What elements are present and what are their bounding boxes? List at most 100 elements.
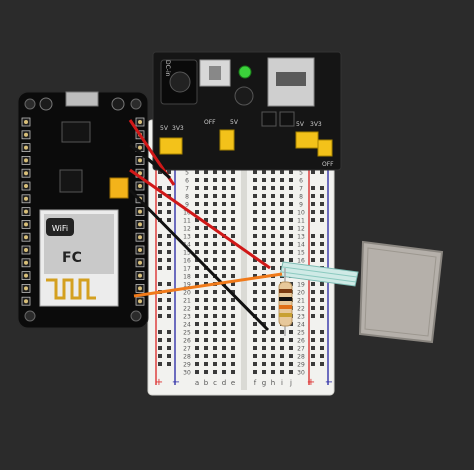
breadboard-hole <box>195 274 199 278</box>
rail-hole <box>167 338 171 342</box>
breadboard-hole <box>195 170 199 174</box>
breadboard-hole <box>280 210 284 214</box>
breadboard-hole <box>195 202 199 206</box>
breadboard-hole <box>280 258 284 262</box>
breadboard-hole <box>262 234 266 238</box>
breadboard-hole <box>231 362 235 366</box>
rail-hole <box>320 234 324 238</box>
rail-hole <box>158 330 162 334</box>
breadboard-hole <box>253 178 257 182</box>
rail-hole <box>320 250 324 254</box>
rail-hole <box>311 170 315 174</box>
row-number: 20 <box>183 290 191 297</box>
breadboard-hole <box>253 298 257 302</box>
power-module: DC-in 5V 3V3 OFF 5V 3V3 5V OFF <box>152 51 342 171</box>
breadboard-hole <box>253 370 257 374</box>
breadboard-hole <box>262 194 266 198</box>
breadboard-hole <box>195 250 199 254</box>
label-5v-mid: 5V <box>230 119 239 126</box>
breadboard-hole <box>222 242 226 246</box>
rail-hole <box>158 186 162 190</box>
breadboard-hole <box>253 258 257 262</box>
breadboard-hole <box>253 354 257 358</box>
board-regulator <box>59 169 83 193</box>
breadboard-hole <box>222 178 226 182</box>
rail-hole <box>158 242 162 246</box>
breadboard-hole <box>195 298 199 302</box>
rail-hole <box>320 282 324 286</box>
rail-hole <box>167 266 171 270</box>
breadboard-hole <box>213 354 217 358</box>
breadboard-hole <box>231 314 235 318</box>
row-number: 19 <box>297 282 305 289</box>
breadboard-hole <box>271 330 275 334</box>
breadboard-hole <box>253 322 257 326</box>
rail-hole <box>167 354 171 358</box>
breadboard-hole <box>222 330 226 334</box>
column-letter: c <box>213 379 217 387</box>
pin-pad <box>138 299 142 304</box>
rail-hole <box>311 362 315 366</box>
flash-button <box>39 97 53 111</box>
row-number: 22 <box>297 306 305 313</box>
rail-hole <box>167 250 171 254</box>
row-number: 19 <box>183 282 191 289</box>
rail-hole <box>167 258 171 262</box>
row-number: 15 <box>183 250 191 257</box>
breadboard-hole <box>253 362 257 366</box>
breadboard-hole <box>253 234 257 238</box>
row-number: 30 <box>297 370 305 377</box>
pin-pad <box>138 273 142 278</box>
breadboard-hole <box>222 210 226 214</box>
breadboard-hole <box>271 314 275 318</box>
breadboard-hole <box>280 370 284 374</box>
breadboard-hole <box>262 186 266 190</box>
pin-pad <box>138 184 142 188</box>
breadboard-hole <box>231 218 235 222</box>
rail-hole <box>320 346 324 350</box>
breadboard-hole <box>213 362 217 366</box>
label-3v3-right: 3V3 <box>310 121 322 128</box>
breadboard-hole <box>253 266 257 270</box>
breadboard-hole <box>289 170 293 174</box>
pin-pad <box>24 273 28 278</box>
breadboard-hole <box>231 194 235 198</box>
breadboard-hole <box>195 346 199 350</box>
rail-hole <box>320 170 324 174</box>
breadboard-hole <box>213 346 217 350</box>
row-number: 9 <box>299 202 303 209</box>
pin-pad <box>24 222 28 227</box>
pin-pad <box>138 235 142 240</box>
breadboard-hole <box>253 210 257 214</box>
row-number: 10 <box>183 210 191 217</box>
breadboard-hole <box>213 242 217 246</box>
rail-hole <box>158 170 162 174</box>
row-number: 16 <box>183 258 191 265</box>
row-number: 14 <box>183 242 191 249</box>
pin-pad <box>24 184 28 188</box>
rail-hole <box>311 306 315 310</box>
rail-hole <box>311 258 315 262</box>
rail-hole <box>158 306 162 310</box>
rail-hole <box>311 186 315 190</box>
breadboard-hole <box>262 242 266 246</box>
breadboard-hole <box>204 370 208 374</box>
breadboard-hole <box>222 338 226 342</box>
breadboard-hole <box>231 282 235 286</box>
breadboard-hole <box>204 314 208 318</box>
breadboard-hole <box>222 250 226 254</box>
rail-hole <box>311 250 315 254</box>
breadboard-hole <box>213 202 217 206</box>
pin-pad <box>24 132 28 137</box>
breadboard-hole <box>289 218 293 222</box>
breadboard-hole <box>271 226 275 230</box>
breadboard-hole <box>271 186 275 190</box>
breadboard-hole <box>271 282 275 286</box>
breadboard-hole <box>213 186 217 190</box>
row-number: 7 <box>185 186 189 193</box>
column-letter: h <box>271 379 275 387</box>
row-number: 10 <box>297 210 305 217</box>
breadboard-hole <box>271 298 275 302</box>
row-number: 28 <box>297 354 305 361</box>
